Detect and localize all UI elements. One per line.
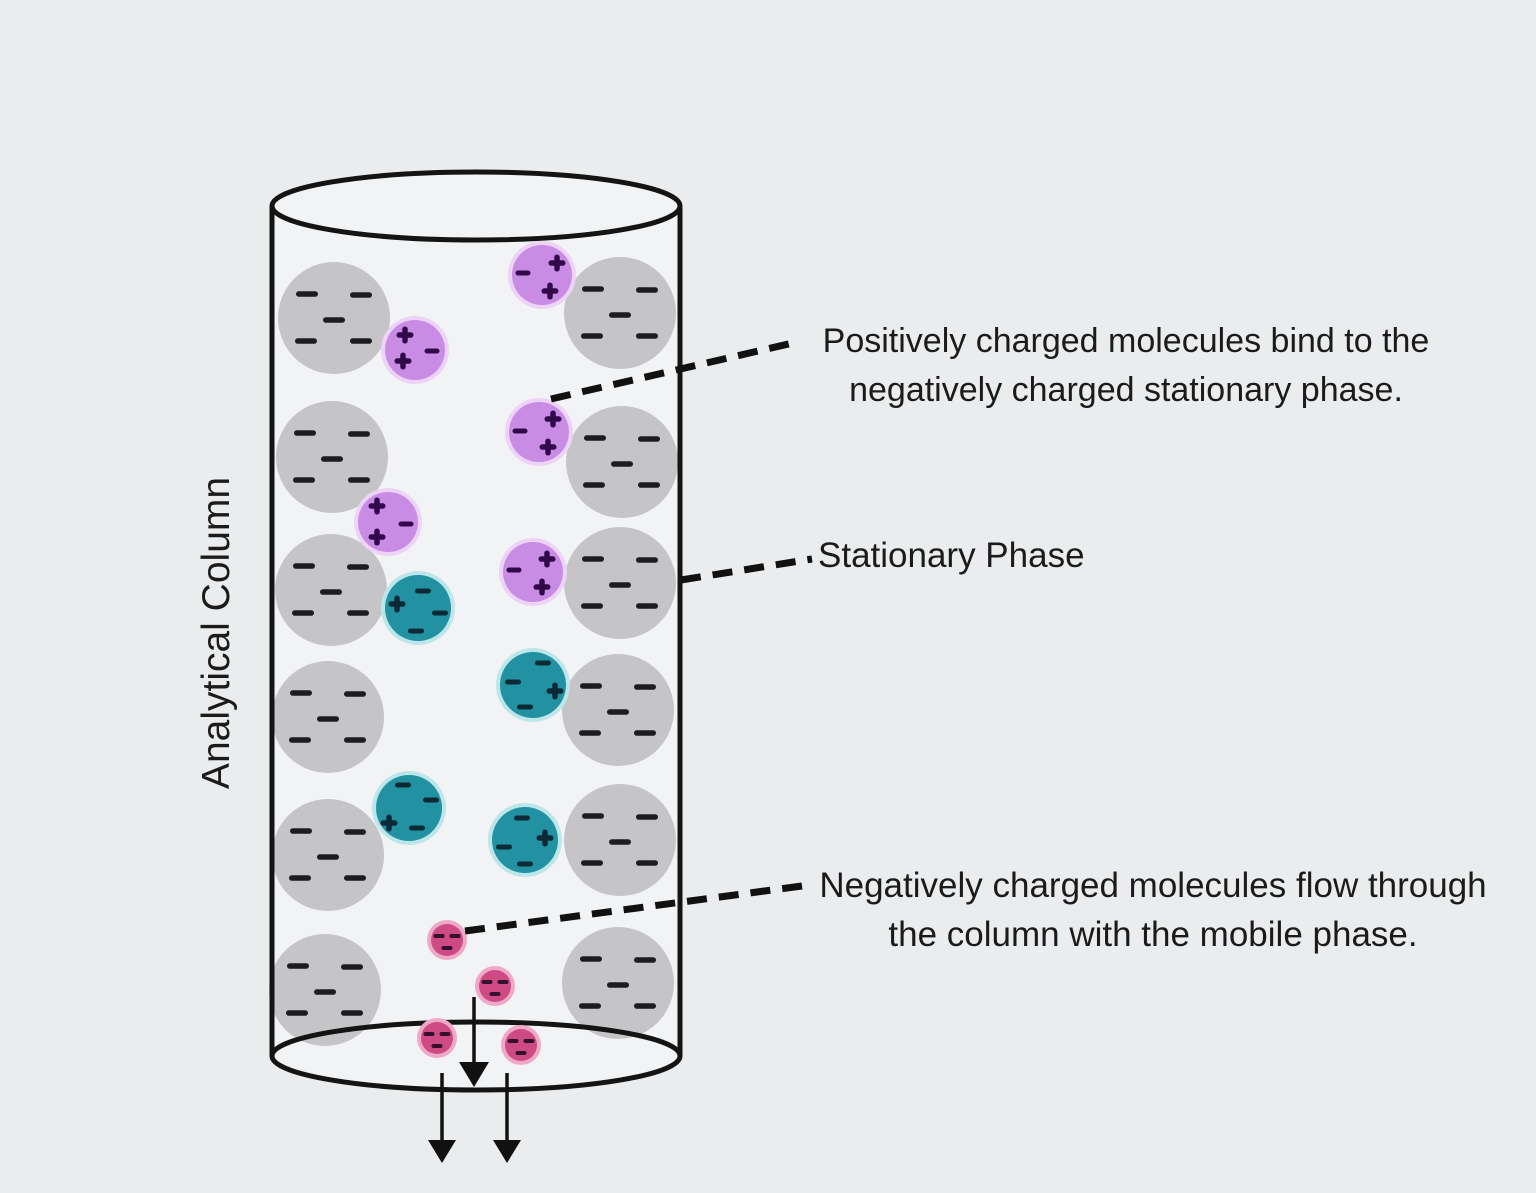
- flow-arrow-icon: [493, 1073, 521, 1163]
- positive-molecule: [381, 316, 449, 384]
- stationary-phase-bead: [562, 654, 674, 766]
- mixed-charge-molecule: [372, 771, 446, 845]
- negative-molecule: [417, 1018, 457, 1058]
- annotation-positive-line2: negatively charged stationary phase.: [849, 371, 1403, 409]
- positive-molecule: [505, 398, 573, 466]
- column-top-rim: [269, 169, 683, 243]
- negative-molecule: [427, 920, 467, 960]
- annotation-negative-line1: Negatively charged molecules flow throug…: [819, 866, 1487, 905]
- leader-line-negative: [464, 882, 803, 935]
- column-bottom-fill: [272, 1022, 680, 1090]
- leader-line-positive: [550, 338, 798, 403]
- negative-molecule: [475, 966, 515, 1006]
- positive-molecule: [354, 488, 422, 556]
- stationary-phase-bead: [276, 401, 388, 513]
- stationary-phase-bead: [562, 927, 674, 1039]
- stationary-phase-layer: [269, 257, 678, 1046]
- flow-arrow-icon: [459, 997, 489, 1087]
- annotation-negative-line2: the column with the mobile phase.: [888, 915, 1418, 954]
- stationary-phase-bead: [278, 262, 390, 374]
- stationary-phase-bead: [272, 661, 384, 773]
- leader-lines: [464, 338, 813, 935]
- stationary-phase-bead: [275, 534, 387, 646]
- flow-arrows: [428, 997, 521, 1163]
- flow-arrow-icon: [428, 1073, 456, 1163]
- annotation-negative-flow: Negatively charged molecules flow throug…: [773, 861, 1533, 959]
- column-label: Analytical Column: [195, 476, 238, 790]
- positive-molecule: [508, 241, 576, 309]
- stationary-phase-bead: [566, 406, 678, 518]
- positive-molecule: [499, 538, 567, 606]
- mixed-charge-molecule: [381, 571, 455, 645]
- stationary-phase-bead: [269, 934, 381, 1046]
- leader-line-stationary: [680, 555, 813, 584]
- annotation-stationary-phase: Stationary Phase: [818, 536, 1085, 575]
- stationary-phase-bead: [564, 784, 676, 896]
- annotation-positive-line1: Positively charged molecules bind to the: [822, 322, 1430, 360]
- mixed-charge-molecule: [488, 803, 562, 877]
- negative-molecule: [501, 1025, 541, 1065]
- stationary-phase-bead: [564, 527, 676, 639]
- mobile-phase-layer: [354, 241, 576, 1065]
- stationary-phase-bead: [272, 799, 384, 911]
- mixed-charge-molecule: [496, 648, 570, 722]
- annotation-positive-binding: Positively charged molecules bind to the…: [746, 317, 1506, 415]
- stationary-phase-bead: [564, 257, 676, 369]
